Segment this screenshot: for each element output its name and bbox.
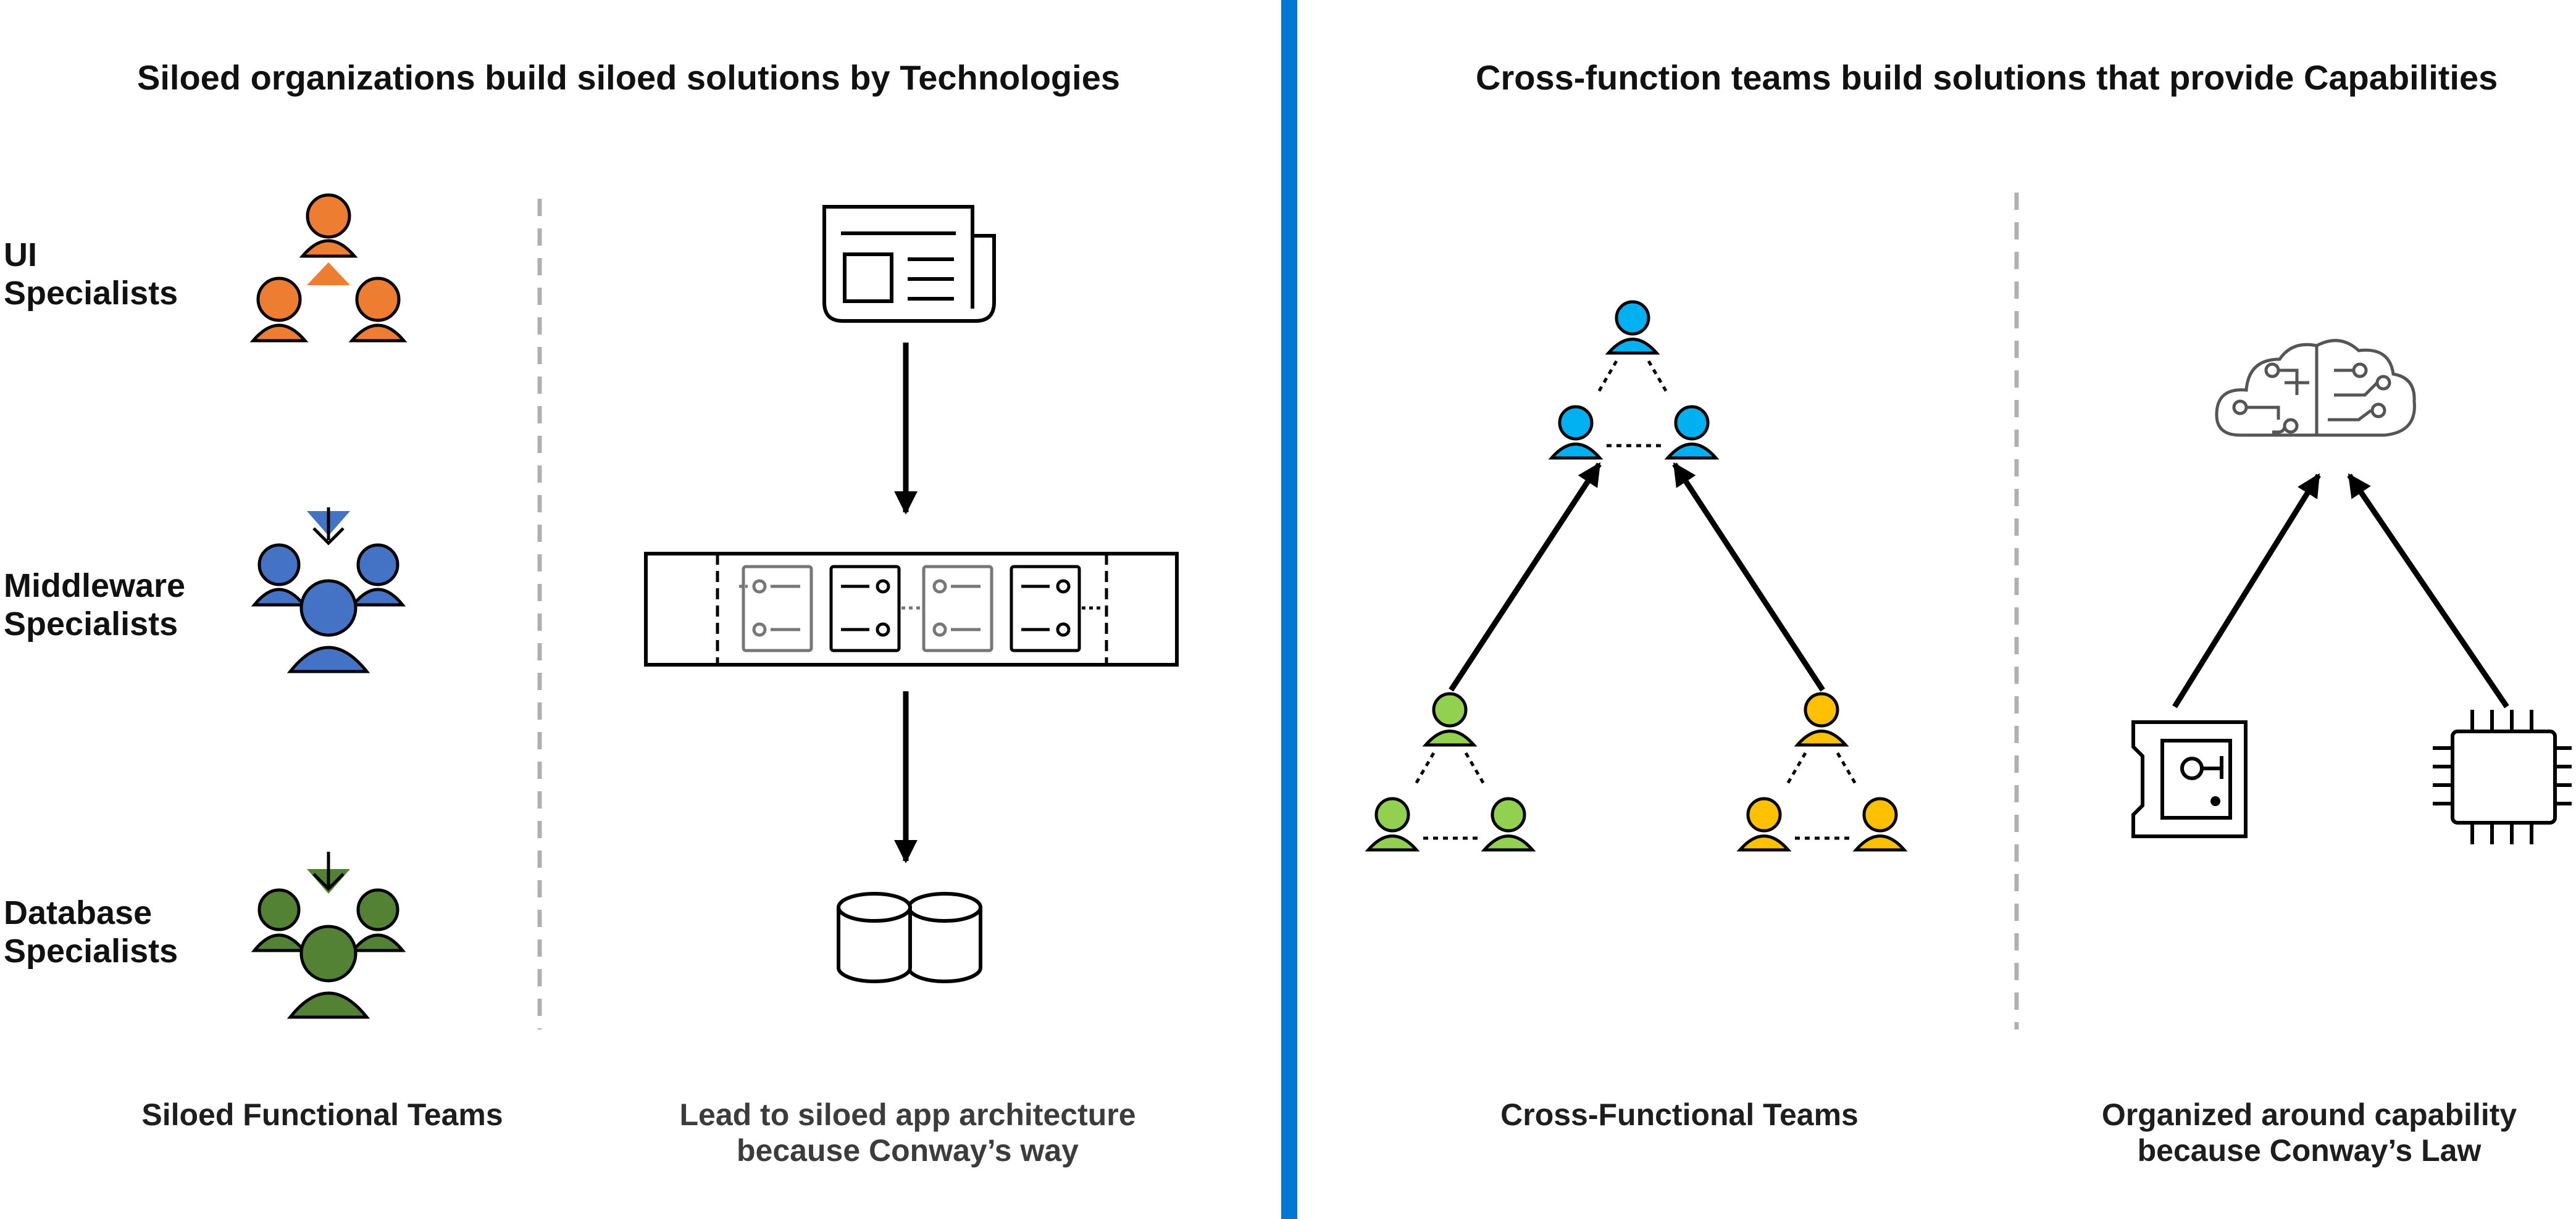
capability-caption: Organized around capability because Conw… — [2101, 1097, 2517, 1168]
database-specialists-icon — [251, 852, 406, 1019]
database-icon — [837, 892, 982, 983]
brain-cloud-icon — [2215, 339, 2416, 437]
arrow-card-to-capability — [2172, 473, 2321, 709]
left-panel-title: Siloed organizations build siloed soluti… — [137, 58, 1120, 97]
cross-functional-team-right — [1736, 692, 1908, 852]
arrow-left-team-to-top — [1449, 462, 1602, 692]
middleware-specialists-label: Middleware Specialists — [4, 567, 186, 643]
right-panel-title: Cross-function teams build solutions tha… — [1476, 58, 2498, 97]
ui-specialists-icon — [249, 193, 408, 343]
database-specialists-label: Database Specialists — [4, 894, 178, 970]
siloed-teams-caption: Siloed Functional Teams — [141, 1097, 503, 1132]
arrow-chip-to-capability — [2347, 473, 2509, 709]
cross-functional-team-top — [1548, 300, 1720, 460]
server-rack-icon — [644, 552, 1179, 667]
ui-specialists-label: UI Specialists — [4, 236, 178, 312]
middleware-specialists-icon — [251, 507, 406, 673]
newspaper-icon — [822, 205, 996, 323]
center-divider — [1281, 0, 1297, 1219]
cpu-chip-icon — [2433, 710, 2572, 844]
cross-functional-teams-caption: Cross-Functional Teams — [1500, 1097, 1859, 1132]
siloed-architecture-caption: Lead to siloed app architecture because … — [679, 1097, 1136, 1168]
arrow-right-team-to-top — [1672, 462, 1825, 692]
cross-functional-team-left — [1365, 692, 1536, 852]
circuit-card-icon — [2131, 720, 2248, 838]
